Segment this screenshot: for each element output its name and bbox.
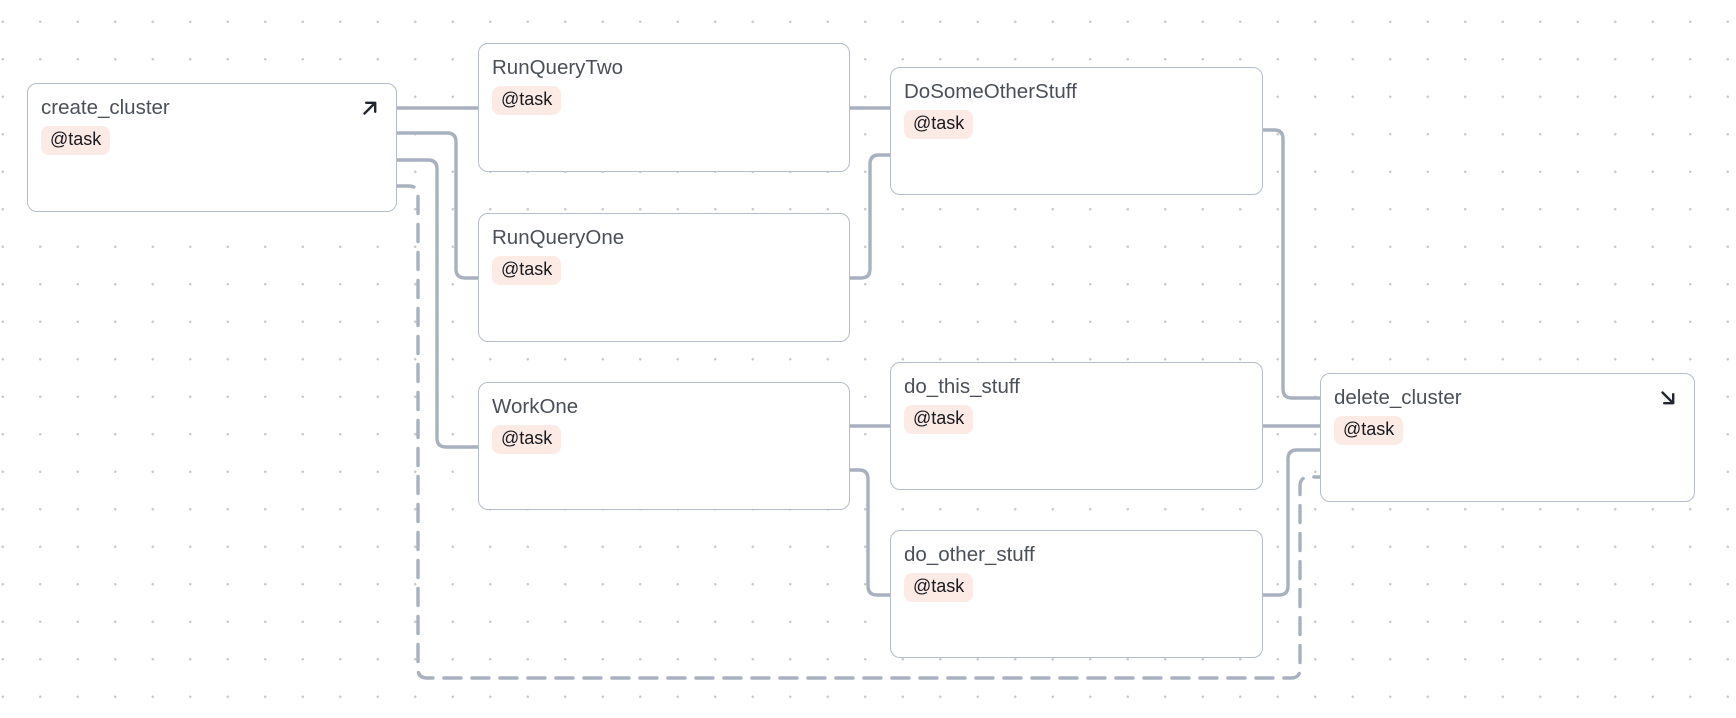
node-title: create_cluster <box>41 96 170 119</box>
task-badge: @task <box>41 126 111 156</box>
node-title: delete_cluster <box>1334 386 1462 409</box>
node-title-row: do_other_stuff <box>904 542 1248 568</box>
task-node-RunQueryOne[interactable]: RunQueryOne @task <box>478 213 850 342</box>
task-badge: @task <box>492 256 562 286</box>
task-badge: @task <box>1334 416 1404 446</box>
edge-create_cluster-RunQueryOne <box>397 131 478 280</box>
node-title: RunQueryOne <box>492 226 625 249</box>
node-title-row: RunQueryTwo <box>492 55 835 81</box>
node-title-row: create_cluster <box>41 95 382 121</box>
edge-RunQueryOne-DoSomeOtherStuff <box>850 153 890 280</box>
node-title: DoSomeOtherStuff <box>904 80 1077 103</box>
node-title-row: delete_cluster <box>1334 385 1680 411</box>
task-badge: @task <box>904 110 974 140</box>
node-title: RunQueryTwo <box>492 56 624 79</box>
node-title: do_other_stuff <box>904 543 1035 566</box>
task-node-DoSomeOtherStuff[interactable]: DoSomeOtherStuff @task <box>890 67 1263 195</box>
node-title: do_this_stuff <box>904 375 1020 398</box>
task-node-do_this_stuff[interactable]: do_this_stuff @task <box>890 362 1263 490</box>
edge-DoSomeOtherStuff-delete_cluster <box>1263 128 1320 400</box>
node-title-row: RunQueryOne <box>492 225 835 251</box>
arrow-up-right-icon <box>363 101 377 115</box>
task-badge: @task <box>904 573 974 603</box>
task-badge: @task <box>492 86 562 116</box>
task-node-WorkOne[interactable]: WorkOne @task <box>478 382 850 510</box>
node-title-row: do_this_stuff <box>904 374 1248 400</box>
task-node-RunQueryTwo[interactable]: RunQueryTwo @task <box>478 43 850 172</box>
task-badge: @task <box>904 405 974 435</box>
task-node-delete_cluster[interactable]: delete_cluster @task <box>1320 373 1695 502</box>
task-badge: @task <box>492 425 562 455</box>
node-title-row: WorkOne <box>492 394 835 420</box>
task-node-create_cluster[interactable]: create_cluster @task <box>27 83 397 212</box>
edge-create_cluster-WorkOne <box>397 158 478 449</box>
task-node-do_other_stuff[interactable]: do_other_stuff @task <box>890 530 1263 658</box>
node-title-row: DoSomeOtherStuff <box>904 79 1248 105</box>
edge-do_other_stuff-delete_cluster <box>1263 448 1320 597</box>
arrow-down-right-icon <box>1661 391 1675 405</box>
edge-create_cluster-delete_cluster <box>395 184 1322 680</box>
edge-WorkOne-do_other_stuff <box>850 468 890 597</box>
node-title: WorkOne <box>492 395 579 418</box>
